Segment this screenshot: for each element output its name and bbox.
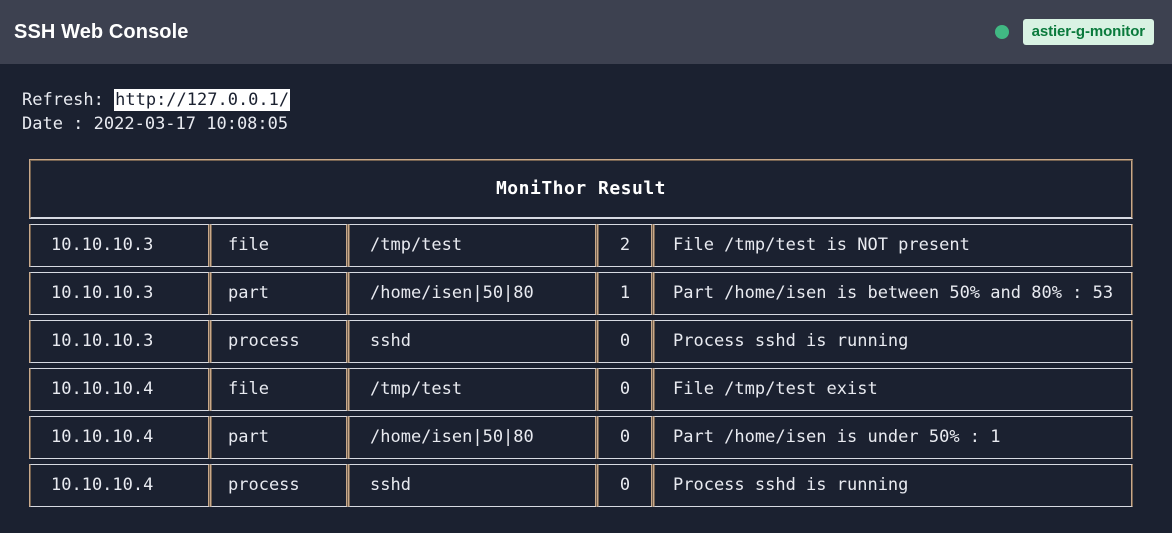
cell-return-code: 0 xyxy=(597,368,653,411)
cell-return-code: 2 xyxy=(597,224,653,267)
cell-message: Process sshd is running xyxy=(653,320,1133,363)
cell-return-code: 0 xyxy=(597,416,653,459)
table-row: 10.10.10.3 file /tmp/test 2 File /tmp/te… xyxy=(29,224,1133,267)
cell-check-type: process xyxy=(210,320,348,363)
table-row: 10.10.10.4 part /home/isen|50|80 0 Part … xyxy=(29,416,1133,459)
online-status-icon xyxy=(994,25,1009,39)
cell-check-type: file xyxy=(210,224,348,267)
cell-message: Part /home/isen is under 50% : 1 xyxy=(653,416,1133,459)
header-status-group: astier-g-monitor xyxy=(994,19,1154,45)
refresh-label: Refresh: xyxy=(22,90,115,110)
cell-return-code: 0 xyxy=(597,320,653,363)
cell-argument: /tmp/test xyxy=(348,224,597,267)
date-line: Date : 2022-03-17 10:08:05 xyxy=(22,112,1172,136)
cell-message: Part /home/isen is between 50% and 80% :… xyxy=(653,272,1133,315)
app-header: SSH Web Console astier-g-monitor xyxy=(0,0,1172,64)
cell-return-code: 1 xyxy=(597,272,653,315)
refresh-line: Refresh: http://127.0.0.1/ xyxy=(22,88,1172,112)
cell-host: 10.10.10.4 xyxy=(29,464,210,507)
page-title: SSH Web Console xyxy=(14,20,189,43)
cell-argument: /home/isen|50|80 xyxy=(348,416,597,459)
cell-message: File /tmp/test is NOT present xyxy=(653,224,1133,267)
monithor-result-table: MoniThor Result 10.10.10.3 file /tmp/tes… xyxy=(29,159,1133,512)
table-row: 10.10.10.4 file /tmp/test 0 File /tmp/te… xyxy=(29,368,1133,411)
cell-argument: sshd xyxy=(348,464,597,507)
cell-host: 10.10.10.3 xyxy=(29,320,210,363)
cell-check-type: process xyxy=(210,464,348,507)
date-label: Date : xyxy=(22,114,94,134)
cell-check-type: part xyxy=(210,272,348,315)
cell-host: 10.10.10.4 xyxy=(29,416,210,459)
cell-host: 10.10.10.3 xyxy=(29,272,210,315)
date-value: 2022-03-17 10:08:05 xyxy=(93,114,289,134)
table-body: 10.10.10.3 file /tmp/test 2 File /tmp/te… xyxy=(29,224,1133,507)
cell-check-type: part xyxy=(210,416,348,459)
table-caption: MoniThor Result xyxy=(29,159,1133,219)
table-row: 10.10.10.4 process sshd 0 Process sshd i… xyxy=(29,464,1133,507)
refresh-link[interactable]: http://127.0.0.1/ xyxy=(114,89,291,111)
cell-message: Process sshd is running xyxy=(653,464,1133,507)
cell-argument: sshd xyxy=(348,320,597,363)
monithor-table-wrap: MoniThor Result 10.10.10.3 file /tmp/tes… xyxy=(29,159,1133,512)
cell-argument: /tmp/test xyxy=(348,368,597,411)
cell-return-code: 0 xyxy=(597,464,653,507)
table-row: 10.10.10.3 process sshd 0 Process sshd i… xyxy=(29,320,1133,363)
cell-host: 10.10.10.3 xyxy=(29,224,210,267)
cell-message: File /tmp/test exist xyxy=(653,368,1133,411)
table-row: 10.10.10.3 part /home/isen|50|80 1 Part … xyxy=(29,272,1133,315)
info-block: Refresh: http://127.0.0.1/ Date : 2022-0… xyxy=(0,64,1172,136)
cell-host: 10.10.10.4 xyxy=(29,368,210,411)
cell-check-type: file xyxy=(210,368,348,411)
cell-argument: /home/isen|50|80 xyxy=(348,272,597,315)
status-badge: astier-g-monitor xyxy=(1022,19,1154,45)
